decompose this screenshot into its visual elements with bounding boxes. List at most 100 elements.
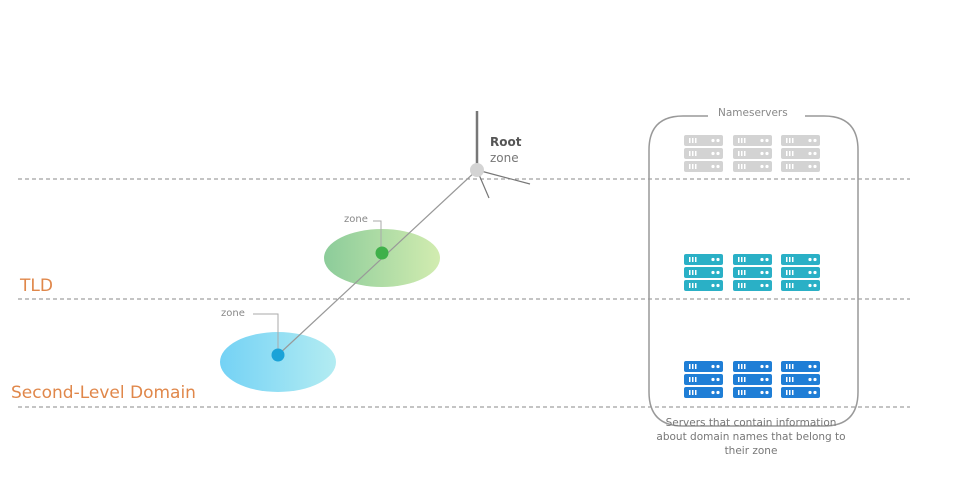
server-unit: [781, 374, 820, 385]
server-led: [711, 377, 715, 382]
sld-zone-ellipse: [220, 332, 336, 392]
server-slot: [692, 364, 694, 369]
server-slot: [789, 151, 791, 156]
server-slot: [738, 164, 740, 169]
server-slot: [792, 138, 794, 143]
server-slot: [738, 283, 740, 288]
server-slot: [738, 364, 740, 369]
server-slot: [738, 138, 740, 143]
server-unit: [684, 148, 723, 159]
server-slot: [792, 390, 794, 395]
server-slot: [789, 138, 791, 143]
server-slot: [689, 151, 691, 156]
server-slot: [789, 270, 791, 275]
nameservers-title: Nameservers: [718, 107, 788, 119]
server-led: [711, 151, 715, 156]
server-led: [813, 377, 817, 382]
server-led: [760, 257, 764, 262]
server-unit: [684, 387, 723, 398]
root-title: Root: [490, 135, 522, 149]
server-slot: [792, 283, 794, 288]
server-led: [716, 164, 720, 169]
server-slot: [689, 390, 691, 395]
server-led: [760, 283, 764, 288]
server-slot: [744, 257, 746, 262]
server-led: [813, 138, 817, 143]
server-unit: [684, 135, 723, 146]
server-led: [760, 390, 764, 395]
server-unit: [684, 280, 723, 291]
server-unit: [733, 280, 772, 291]
server-led: [716, 377, 720, 382]
server-led: [760, 377, 764, 382]
server-led: [808, 257, 812, 262]
tld-zone-label: zone: [344, 214, 368, 225]
server-led: [711, 257, 715, 262]
server-unit: [733, 135, 772, 146]
server-led: [808, 377, 812, 382]
server-led: [711, 364, 715, 369]
server-slot: [744, 164, 746, 169]
server-slot: [741, 164, 743, 169]
server-unit: [781, 161, 820, 172]
server-slot: [689, 270, 691, 275]
server-led: [765, 151, 769, 156]
server-led: [813, 364, 817, 369]
server-slot: [695, 377, 697, 382]
sld-zone-node: [271, 348, 285, 362]
server-slot: [786, 151, 788, 156]
server-slot: [689, 377, 691, 382]
server-led: [808, 390, 812, 395]
server-led: [760, 151, 764, 156]
server-unit: [733, 254, 772, 265]
server-slot: [789, 164, 791, 169]
server-led: [808, 164, 812, 169]
root-node: [470, 163, 484, 177]
server-led: [716, 364, 720, 369]
server-slot: [786, 270, 788, 275]
server-slot: [789, 390, 791, 395]
server-unit: [781, 254, 820, 265]
server-led: [760, 164, 764, 169]
server-led: [765, 138, 769, 143]
server-slot: [789, 377, 791, 382]
server-slot: [786, 257, 788, 262]
sld-zone-label: zone: [221, 308, 245, 319]
nameservers-caption: Servers that contain information about d…: [656, 417, 846, 457]
server-led: [765, 364, 769, 369]
server-unit: [733, 161, 772, 172]
server-stack-icon: [781, 254, 820, 291]
tld-layer-label: TLD: [20, 276, 53, 296]
server-led: [760, 138, 764, 143]
root-nameserver-group: [684, 135, 820, 172]
server-unit: [684, 267, 723, 278]
server-slot: [695, 257, 697, 262]
server-led: [760, 270, 764, 275]
server-slot: [695, 283, 697, 288]
server-unit: [733, 267, 772, 278]
server-slot: [689, 364, 691, 369]
server-led: [711, 390, 715, 395]
server-slot: [786, 364, 788, 369]
server-slot: [692, 377, 694, 382]
server-led: [813, 151, 817, 156]
root-subtitle: zone: [490, 151, 519, 165]
server-slot: [741, 270, 743, 275]
server-led: [808, 151, 812, 156]
server-stack-icon: [781, 135, 820, 172]
tld-zone-leader: [373, 220, 382, 248]
server-slot: [738, 270, 740, 275]
server-slot: [738, 151, 740, 156]
server-led: [716, 270, 720, 275]
server-slot: [689, 257, 691, 262]
server-led: [765, 390, 769, 395]
server-unit: [781, 148, 820, 159]
server-led: [765, 377, 769, 382]
server-led: [813, 164, 817, 169]
server-unit: [781, 387, 820, 398]
server-slot: [744, 283, 746, 288]
server-slot: [744, 151, 746, 156]
server-slot: [792, 270, 794, 275]
server-led: [813, 270, 817, 275]
